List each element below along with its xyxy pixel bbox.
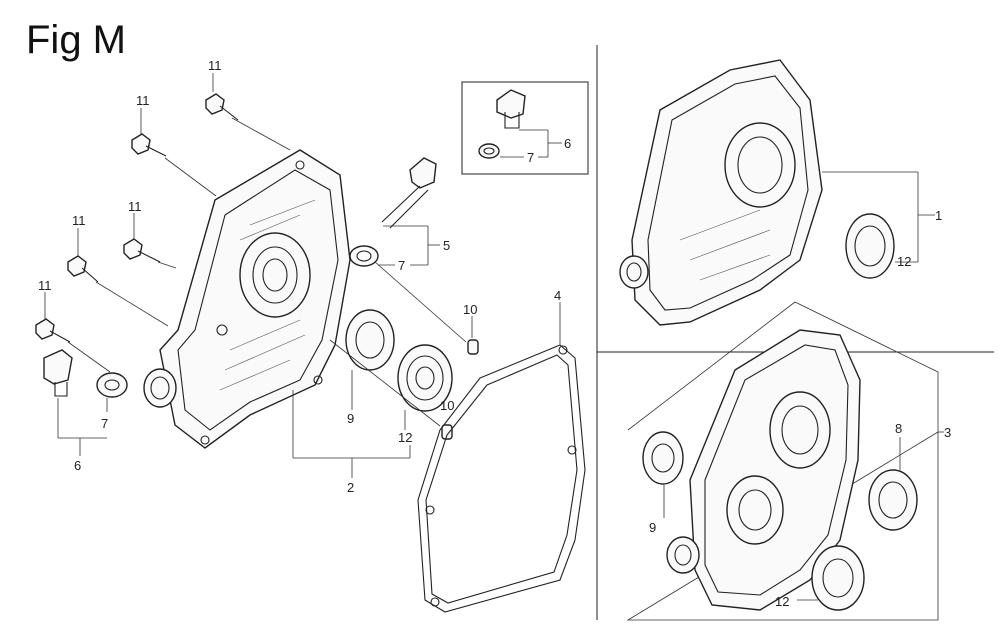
inset-box-dipstick <box>461 81 589 175</box>
dipstick-5 <box>349 157 437 267</box>
crankcase-cover-left <box>159 149 351 449</box>
callout-3: 3 <box>944 425 951 440</box>
callout-5: 5 <box>443 238 450 253</box>
callout-6-left: 6 <box>74 458 81 473</box>
bearing-oil-seal-9-12 <box>345 309 453 412</box>
crankcase-cover-assembly-3 <box>626 301 944 621</box>
callout-4: 4 <box>554 288 561 303</box>
callout-1: 1 <box>935 208 942 223</box>
callout-6-inset: 6 <box>564 136 571 151</box>
callout-12-lower-right: 12 <box>775 594 789 609</box>
callout-11-left: 11 <box>72 213 86 228</box>
callout-12-upper-right: 12 <box>897 254 911 269</box>
callout-10-upper: 10 <box>463 302 477 317</box>
callout-7-left: 7 <box>101 416 108 431</box>
callout-11-top: 11 <box>208 58 222 73</box>
callout-11-upper-left: 11 <box>136 93 150 108</box>
gasket-4 <box>417 344 586 613</box>
dipstick-left <box>43 349 73 397</box>
callout-9-mid: 9 <box>347 411 354 426</box>
callout-labels: 11 11 11 11 11 7 6 6 7 5 7 10 10 9 12 2 … <box>38 58 951 609</box>
washer-left <box>96 372 128 398</box>
oil-seal-left <box>143 368 177 408</box>
crankcase-cover-assembly-1 <box>619 59 935 326</box>
callout-10-lower: 10 <box>440 398 454 413</box>
callout-9-right: 9 <box>649 520 656 535</box>
callout-12-mid: 12 <box>398 430 412 445</box>
bolt-set-11 <box>35 93 239 343</box>
callout-8: 8 <box>895 421 902 436</box>
callout-11-lower-left: 11 <box>38 278 52 293</box>
callout-2: 2 <box>347 480 354 495</box>
dowel-pins-10 <box>441 339 479 440</box>
callout-7-mid: 7 <box>398 258 405 273</box>
figure-title: Fig M <box>26 18 126 62</box>
leader-lines-left <box>44 73 561 478</box>
callout-7-inset: 7 <box>527 150 534 165</box>
callout-11-mid: 11 <box>128 199 142 214</box>
